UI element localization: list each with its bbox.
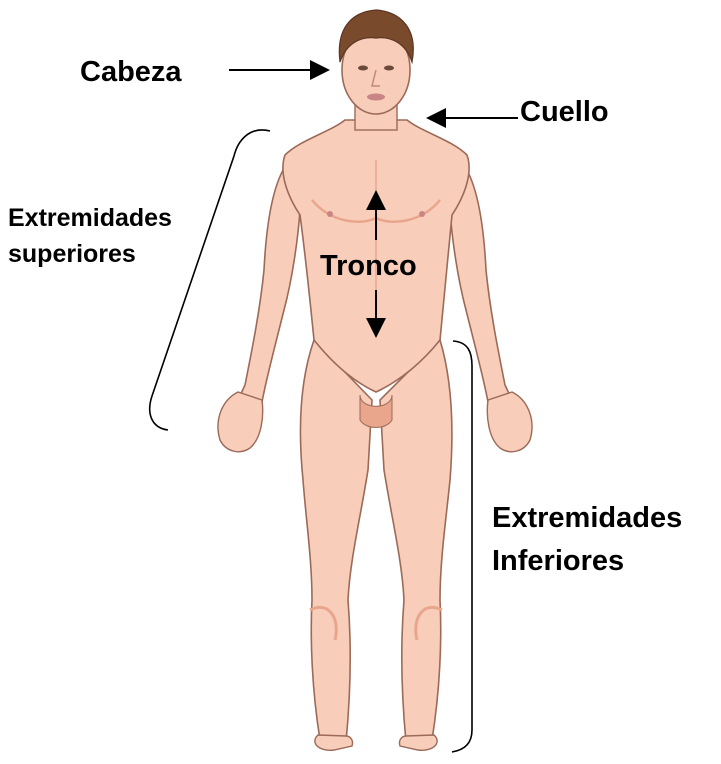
head bbox=[339, 10, 413, 114]
label-lower-limbs-line1: Extremidades bbox=[492, 497, 682, 540]
lips bbox=[367, 94, 385, 101]
right-arm bbox=[450, 160, 532, 452]
label-upper-limbs-line1: Extremidades bbox=[8, 200, 172, 236]
label-head: Cabeza bbox=[80, 56, 182, 89]
left-arm bbox=[218, 160, 300, 452]
label-lower-limbs-line2: Inferiores bbox=[492, 540, 682, 583]
label-upper-limbs-line2: superiores bbox=[8, 236, 172, 272]
lower-limbs-bracket bbox=[452, 341, 472, 752]
label-lower-limbs: Extremidades Inferiores bbox=[492, 497, 682, 583]
label-trunk: Tronco bbox=[320, 250, 417, 283]
label-neck: Cuello bbox=[520, 96, 609, 129]
label-upper-limbs: Extremidades superiores bbox=[8, 200, 172, 272]
